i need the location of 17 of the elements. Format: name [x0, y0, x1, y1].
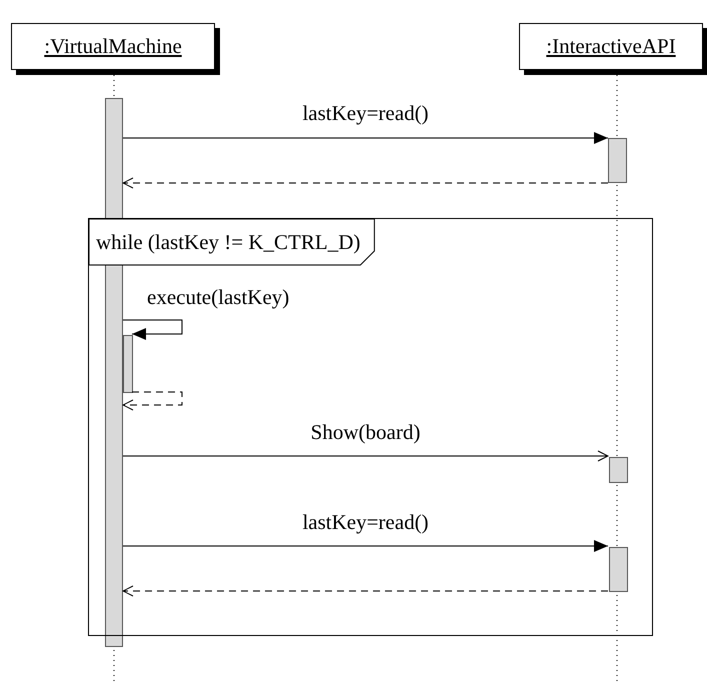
message-arrow	[122, 450, 608, 462]
activation-bar	[123, 335, 133, 393]
frame-label: while (lastKey != K_CTRL_D)	[89, 219, 374, 265]
return-arrow	[122, 392, 182, 410]
return-arrow	[122, 178, 608, 188]
message-label: lastKey=read()	[302, 512, 429, 533]
message-arrow	[122, 320, 182, 340]
activation-bar	[609, 457, 628, 483]
return-arrow	[122, 586, 608, 596]
message-label: execute(lastKey)	[147, 287, 290, 308]
message-label: Show(board)	[310, 422, 420, 443]
activation-bar	[609, 547, 628, 592]
loop-frame	[88, 218, 653, 636]
message-label: lastKey=read()	[302, 103, 429, 124]
message-arrow	[122, 540, 608, 552]
activation-bar	[608, 138, 627, 183]
message-arrow	[122, 132, 608, 144]
